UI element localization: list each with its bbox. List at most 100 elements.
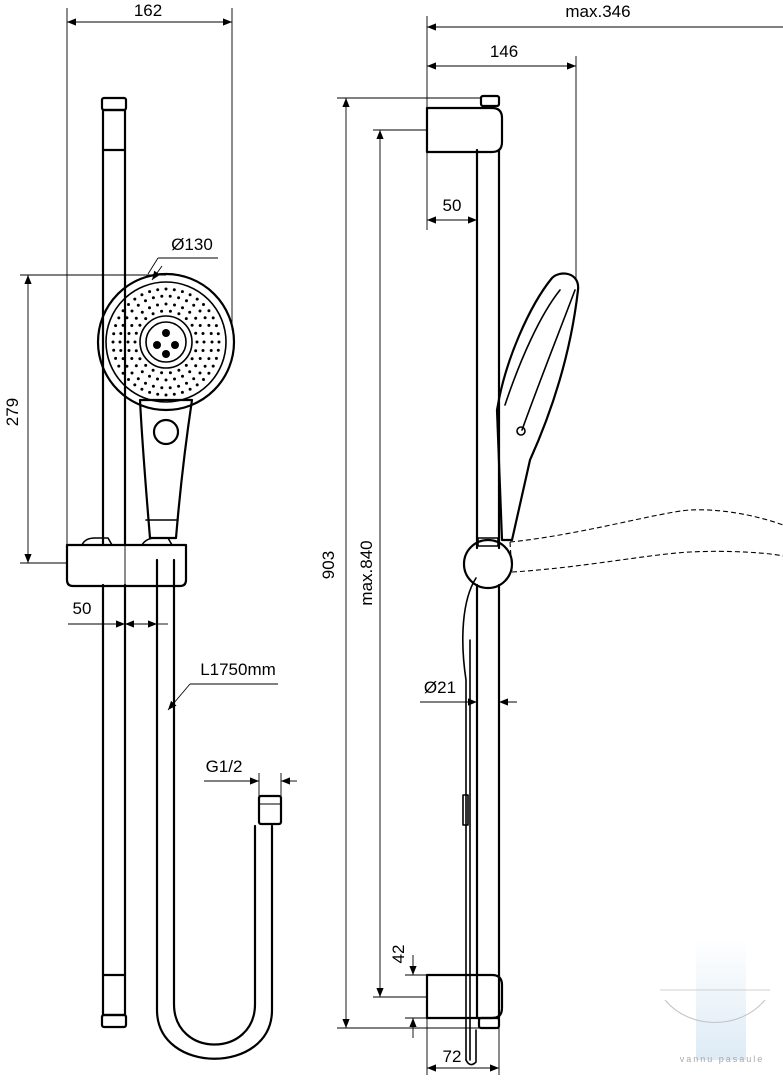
spray-nozzle (203, 316, 207, 320)
spray-nozzle (117, 316, 121, 320)
spray-nozzle (144, 363, 148, 367)
spray-nozzle (134, 364, 138, 368)
spray-nozzle (127, 378, 130, 381)
spray-nozzle (192, 303, 196, 307)
spray-nozzle (160, 309, 164, 313)
spray-nozzle (164, 287, 168, 291)
watermark-logo: vannu pasaule (660, 940, 770, 1064)
spray-nozzle (156, 288, 160, 292)
slider-offset-label: 50 (73, 599, 92, 618)
front-view: 162 279 Ø130 50 L1750mm (3, 1, 297, 1060)
spray-nozzle (203, 364, 207, 368)
spray-nozzle (188, 293, 192, 297)
spray-nozzle (181, 374, 184, 378)
spray-nozzle (207, 371, 211, 375)
spray-nozzle (151, 384, 155, 388)
spray-nozzle (133, 383, 137, 387)
side-slider (462, 537, 514, 590)
bar-diameter-label: Ø21 (424, 678, 456, 697)
spray-nozzle (207, 309, 211, 313)
spray-nozzle (114, 356, 118, 360)
spray-nozzle (130, 309, 134, 313)
spray-nozzle (156, 392, 160, 396)
spray-nozzle (144, 317, 148, 321)
spray-nozzle (180, 290, 184, 294)
spray-nozzle (130, 357, 134, 360)
spray-nozzle (112, 348, 116, 352)
dim-max-width: max.346 (426, 2, 783, 108)
spray-nozzle (202, 378, 205, 381)
spray-nozzle (151, 368, 155, 372)
spray-nozzle (207, 323, 211, 327)
dim-bracket-offset: 50 (426, 150, 478, 230)
bracket-depth-label: 72 (443, 1047, 462, 1066)
front-width-label: 162 (134, 1, 162, 20)
spray-nozzle (168, 294, 172, 298)
spray-nozzle (138, 357, 142, 361)
spray-nozzle (138, 323, 142, 327)
spray-nozzle (125, 364, 129, 368)
spray-nozzle (121, 309, 125, 313)
spray-nozzle (148, 390, 152, 394)
spray-nozzle (130, 324, 134, 327)
spray-nozzle (148, 306, 151, 310)
spray-nozzle (118, 340, 122, 344)
spray-nozzle (198, 324, 202, 327)
spray-nozzle (207, 357, 211, 361)
dim-hose-length: L1750mm (167, 660, 278, 711)
dim-total-height: 903 (319, 97, 481, 1029)
dim-thread: G1/2 (204, 757, 297, 796)
thread-label: G1/2 (206, 757, 243, 776)
shower-hose (155, 558, 283, 1060)
spray-nozzle (160, 386, 164, 390)
spray-nozzle (133, 340, 137, 344)
spray-nozzle (194, 349, 198, 353)
spray-nozzle (188, 310, 192, 314)
spray-nozzle (134, 349, 138, 353)
spray-nozzle (198, 371, 202, 375)
spray-nozzle (112, 332, 116, 336)
spray-nozzle (119, 332, 123, 335)
spray-nozzle (127, 349, 131, 352)
hand-shower-side (495, 272, 580, 542)
head-height-label: 279 (3, 398, 22, 426)
spray-nozzle (133, 297, 137, 301)
spray-nozzle (156, 377, 159, 381)
arm-depth-label: 146 (490, 42, 518, 61)
spray-nozzle (181, 306, 184, 310)
spray-nozzle (134, 331, 138, 335)
spray-nozzle (119, 349, 123, 352)
side-rail (475, 94, 501, 1030)
dim-bar-diameter: Ø21 (420, 678, 517, 706)
spray-nozzle (177, 296, 181, 300)
bracket-height-label: 42 (389, 945, 408, 964)
spray-nozzle (126, 340, 130, 344)
spray-nozzle (210, 340, 214, 344)
spray-nozzle (121, 323, 125, 327)
spray-nozzle (140, 387, 144, 391)
dim-head-diameter: Ø130 (147, 235, 218, 281)
spray-nozzle (216, 348, 220, 352)
spray-nozzle (195, 297, 199, 301)
spray-nozzle (198, 309, 202, 313)
dim-bar-max: max.840 (357, 129, 427, 998)
spray-nozzle (168, 309, 172, 313)
spray-nozzle (121, 371, 125, 375)
spray-nozzles (111, 287, 221, 397)
spray-nozzle (190, 357, 194, 361)
spray-nozzle (216, 332, 220, 336)
front-rail (100, 96, 128, 1029)
spray-nozzle (111, 340, 115, 344)
spray-nozzle (201, 349, 205, 352)
spray-nozzle (136, 303, 140, 307)
spray-nozzle (194, 331, 198, 335)
spray-nozzle (127, 303, 130, 306)
hand-shower-front (96, 272, 236, 540)
spray-nozzle (177, 368, 181, 372)
spray-nozzle (117, 364, 121, 368)
max-width-label: max.346 (565, 2, 630, 21)
wall-bracket-bottom (425, 973, 504, 1020)
spray-nozzle (151, 312, 155, 316)
spray-nozzle (136, 377, 140, 381)
